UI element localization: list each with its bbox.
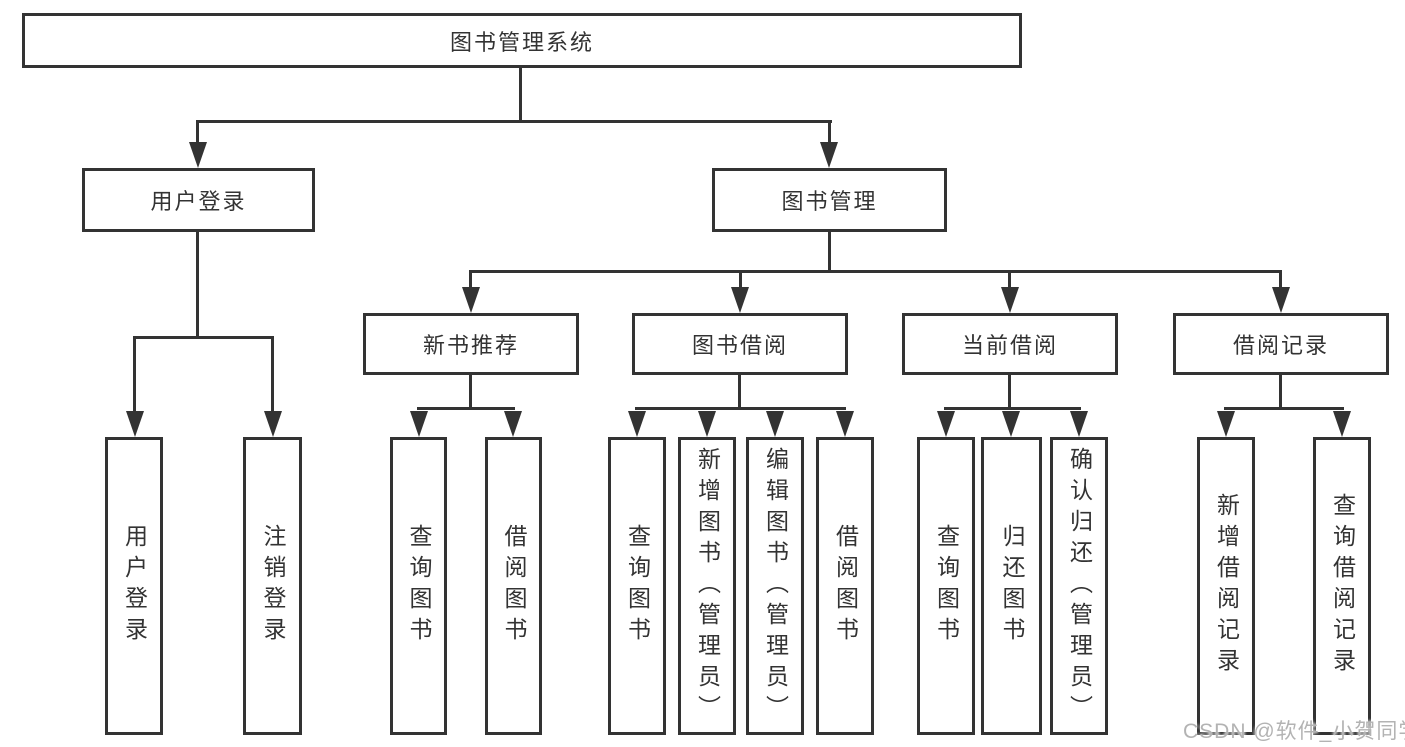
- arrow-down-icon: [462, 287, 480, 313]
- connector-split: [944, 407, 1081, 410]
- arrow-down-icon: [1333, 411, 1351, 437]
- node-label: 图书管理系统: [449, 29, 594, 55]
- node-label: 当前借阅: [961, 333, 1058, 358]
- connector-root-split: [196, 120, 832, 123]
- connector-shaft: [1008, 270, 1011, 292]
- connector-userlogin-stem: [196, 232, 199, 339]
- connector-bookmgmt-stem: [828, 232, 831, 273]
- leaf-borrow-books-recommend: 借阅图书: [485, 437, 542, 735]
- arrow-down-icon: [189, 142, 207, 168]
- connector-shaft: [133, 336, 136, 415]
- arrow-down-icon: [766, 411, 784, 437]
- arrow-down-icon: [1070, 411, 1088, 437]
- leaf-label: 查询借阅记录: [1329, 493, 1356, 679]
- node-label: 新书推荐: [422, 333, 519, 358]
- connector-bookmgmt-split: [469, 270, 1282, 273]
- node-library-system: 图书管理系统: [22, 13, 1022, 68]
- leaf-query-books-borrowing: 查询图书: [608, 437, 666, 735]
- leaf-confirm-return-admin: 确认归还（管理员）: [1050, 437, 1108, 735]
- node-user-login: 用户登录: [82, 168, 315, 232]
- leaf-return-books: 归还图书: [981, 437, 1042, 735]
- leaf-user-login: 用户登录: [105, 437, 163, 735]
- leaf-label: 查询图书: [624, 524, 651, 648]
- arrow-down-icon: [628, 411, 646, 437]
- leaf-label: 查询图书: [406, 524, 432, 648]
- arrow-down-icon: [1001, 287, 1019, 313]
- leaf-label: 借阅图书: [832, 524, 859, 648]
- leaf-label: 查询图书: [933, 524, 960, 648]
- leaf-label: 新增借阅记录: [1213, 493, 1240, 679]
- connector-shaft: [469, 270, 472, 292]
- connector-shaft: [196, 120, 199, 146]
- leaf-query-books-current: 查询图书: [917, 437, 975, 735]
- leaf-label: 新增图书（管理员）: [694, 446, 721, 726]
- node-label: 用户登录: [150, 189, 247, 214]
- arrow-down-icon: [410, 411, 428, 437]
- node-label: 图书借阅: [691, 333, 788, 358]
- connector-shaft: [828, 120, 831, 146]
- leaf-label: 借阅图书: [501, 524, 527, 648]
- node-label: 借阅记录: [1232, 333, 1329, 358]
- leaf-query-borrow-record: 查询借阅记录: [1313, 437, 1371, 735]
- leaf-borrow-books: 借阅图书: [816, 437, 874, 735]
- arrow-down-icon: [126, 411, 144, 437]
- arrow-down-icon: [937, 411, 955, 437]
- connector-shaft: [1279, 270, 1282, 292]
- leaf-edit-books-admin: 编辑图书（管理员）: [746, 437, 804, 735]
- leaf-label: 注销登录: [260, 524, 286, 648]
- csdn-watermark: CSDN @软件_小贺同学: [1183, 720, 1405, 743]
- node-book-borrowing: 图书借阅: [632, 313, 848, 375]
- arrow-down-icon: [836, 411, 854, 437]
- leaf-logout: 注销登录: [243, 437, 302, 735]
- arrow-down-icon: [698, 411, 716, 437]
- node-new-book-recommend: 新书推荐: [363, 313, 579, 375]
- arrow-down-icon: [1272, 287, 1290, 313]
- leaf-add-borrow-record: 新增借阅记录: [1197, 437, 1255, 735]
- connector-split: [417, 407, 515, 410]
- node-label: 图书管理: [781, 189, 878, 214]
- node-borrowing-records: 借阅记录: [1173, 313, 1389, 375]
- connector-stem: [738, 375, 741, 409]
- connector-split: [1224, 407, 1344, 410]
- arrow-down-icon: [504, 411, 522, 437]
- connector-stem: [1279, 375, 1282, 409]
- connector-shaft: [271, 336, 274, 415]
- arrow-down-icon: [731, 287, 749, 313]
- leaf-label: 确认归还（管理员）: [1066, 446, 1093, 726]
- connector-stem: [469, 375, 472, 409]
- connector-split: [635, 407, 846, 410]
- connector-userlogin-split: [133, 336, 274, 339]
- leaf-label: 用户登录: [121, 524, 148, 648]
- arrow-down-icon: [1002, 411, 1020, 437]
- arrow-down-icon: [264, 411, 282, 437]
- leaf-label: 归还图书: [999, 524, 1025, 648]
- connector-stem: [1008, 375, 1011, 409]
- leaf-label: 编辑图书（管理员）: [762, 446, 789, 726]
- connector-root-stem: [519, 68, 522, 122]
- arrow-down-icon: [1217, 411, 1235, 437]
- arrow-down-icon: [820, 142, 838, 168]
- leaf-add-books-admin: 新增图书（管理员）: [678, 437, 736, 735]
- connector-shaft: [739, 270, 742, 292]
- leaf-query-books-recommend: 查询图书: [390, 437, 447, 735]
- node-current-borrowing: 当前借阅: [902, 313, 1118, 375]
- node-book-management: 图书管理: [712, 168, 947, 232]
